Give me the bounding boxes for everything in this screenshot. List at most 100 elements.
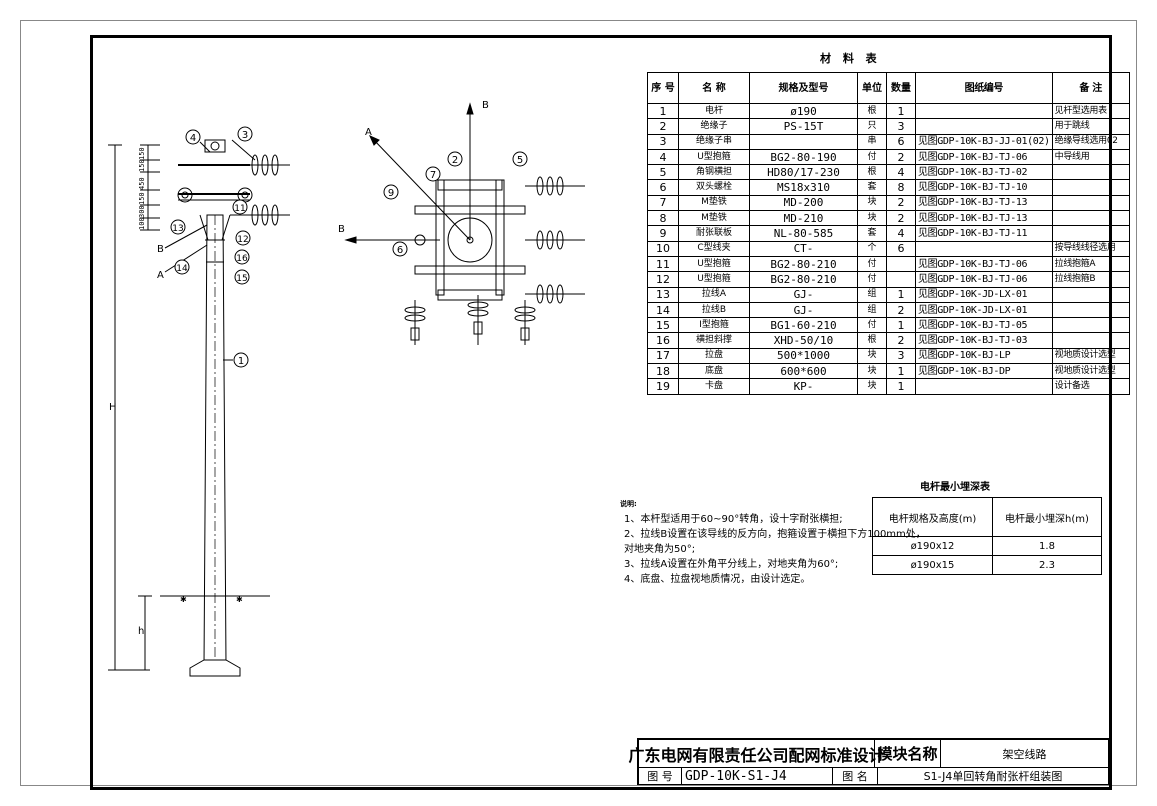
note-line: 对地夹角为50°; <box>624 544 696 555</box>
row-spec: GJ- <box>749 286 858 303</box>
callout-5: 5 <box>512 151 528 167</box>
row-spec: BG2-80-210 <box>749 255 858 273</box>
row-name: 拉线B <box>678 301 750 319</box>
row-no: 13 <box>647 286 679 303</box>
svg-text:✱: ✱ <box>236 595 243 604</box>
drawing-frame <box>90 35 1112 790</box>
row-qty <box>886 255 916 273</box>
drawing-labels: H h B A B A B 150 150 450 150 300 100 <box>109 100 489 637</box>
row-unit: 根 <box>857 164 887 181</box>
row-unit: 块 <box>857 363 887 380</box>
row-note <box>1051 164 1130 181</box>
row-drawing-no: 见图GDP-10K-BJ-TJ-13 <box>915 210 1053 227</box>
row-spec: XHD-50/10 <box>749 332 858 349</box>
callout-12: 12 <box>235 230 251 246</box>
row-spec: KP- <box>749 378 858 395</box>
svg-text:16: 16 <box>236 254 248 264</box>
row-note <box>1051 317 1130 334</box>
row-drawing-no <box>915 378 1053 395</box>
svg-text:12: 12 <box>237 235 248 245</box>
row-unit: 只 <box>857 118 887 135</box>
header-name: 名 称 <box>678 72 750 104</box>
svg-text:100: 100 <box>138 217 146 230</box>
svg-text:5: 5 <box>517 155 523 166</box>
row-name: 耐张联板 <box>678 225 750 242</box>
svg-text:2: 2 <box>452 155 458 166</box>
svg-text:6: 6 <box>397 245 403 256</box>
svg-text:150: 150 <box>138 192 146 205</box>
row-drawing-no <box>915 118 1053 135</box>
sheet-outer-border <box>20 20 1137 786</box>
svg-text:9: 9 <box>388 188 394 199</box>
svg-text:B: B <box>482 100 489 111</box>
row-note <box>1051 286 1130 303</box>
row-no: 1 <box>647 102 679 120</box>
svg-text:14: 14 <box>176 264 188 274</box>
row-qty: 2 <box>886 210 916 227</box>
row-qty: 3 <box>886 118 916 135</box>
row-unit: 块 <box>857 378 887 395</box>
row-note: 按导线线径选用 <box>1051 240 1130 257</box>
header-note: 备 注 <box>1051 72 1130 104</box>
row-name: 绝缘子 <box>678 118 750 135</box>
callout-15: 15 <box>234 269 250 285</box>
row-no: 8 <box>647 210 679 227</box>
row-name: 底盘 <box>678 363 750 380</box>
material-table-title: 材 料 表 <box>820 52 881 65</box>
row-unit: 套 <box>857 179 887 196</box>
row-drawing-no: 见图GDP-10K-BJ-TJ-10 <box>915 179 1053 196</box>
row-name: U型抱箍 <box>678 271 750 288</box>
row-name: I型抱箍 <box>678 317 750 334</box>
row-drawing-no: 见图GDP-10K-BJ-LP <box>915 347 1053 365</box>
row-note: 见杆型选用表 <box>1051 102 1130 120</box>
row-spec: CT- <box>749 240 858 257</box>
row-drawing-no: 见图GDP-10K-BJ-TJ-11 <box>915 225 1053 242</box>
row-qty: 2 <box>886 148 916 166</box>
row-name: M垫铁 <box>678 194 750 212</box>
row-qty: 2 <box>886 332 916 349</box>
row-qty: 1 <box>886 363 916 380</box>
svg-text:300: 300 <box>138 205 146 218</box>
note-line: 3、拉线A设置在外角平分线上，对地夹角为60°; <box>624 559 839 570</box>
row-unit: 组 <box>857 286 887 303</box>
row-spec: BG1-60-210 <box>749 317 858 334</box>
row-name: U型抱箍 <box>678 148 750 166</box>
burial-header-spec: 电杆规格及高度(m) <box>872 497 993 537</box>
burial-spec: ø190x12 <box>872 536 993 556</box>
svg-text:A: A <box>157 270 164 281</box>
row-qty: 1 <box>886 286 916 303</box>
row-qty: 6 <box>886 133 916 150</box>
callout-6: 6 <box>392 241 408 257</box>
row-note <box>1051 332 1130 349</box>
row-unit: 块 <box>857 347 887 365</box>
row-name: U型抱箍 <box>678 255 750 273</box>
material-header-row: 序 号 名 称 规格及型号 单位 数量 图纸编号 备 注 <box>647 72 1130 104</box>
row-unit: 块 <box>857 194 887 212</box>
row-qty: 8 <box>886 179 916 196</box>
row-no: 7 <box>647 194 679 212</box>
row-note <box>1051 194 1130 212</box>
burial-row: ø190x15 2.3 <box>872 555 1102 575</box>
row-unit: 块 <box>857 210 887 227</box>
row-qty: 2 <box>886 194 916 212</box>
pole-elevation: ✱ ✱ <box>108 139 290 677</box>
notes-heading: 说明: <box>620 500 637 508</box>
row-unit: 付 <box>857 271 887 288</box>
header-spec: 规格及型号 <box>749 72 858 104</box>
burial-table-title: 电杆最小埋深表 <box>920 482 990 493</box>
row-no: 6 <box>647 179 679 196</box>
title-block: 广东电网有限责任公司配网标准设计 模块名称 架空线路 图 号 GDP-10K-S… <box>629 738 1109 785</box>
burial-row: ø190x12 1.8 <box>872 536 1102 556</box>
row-qty: 2 <box>886 301 916 319</box>
